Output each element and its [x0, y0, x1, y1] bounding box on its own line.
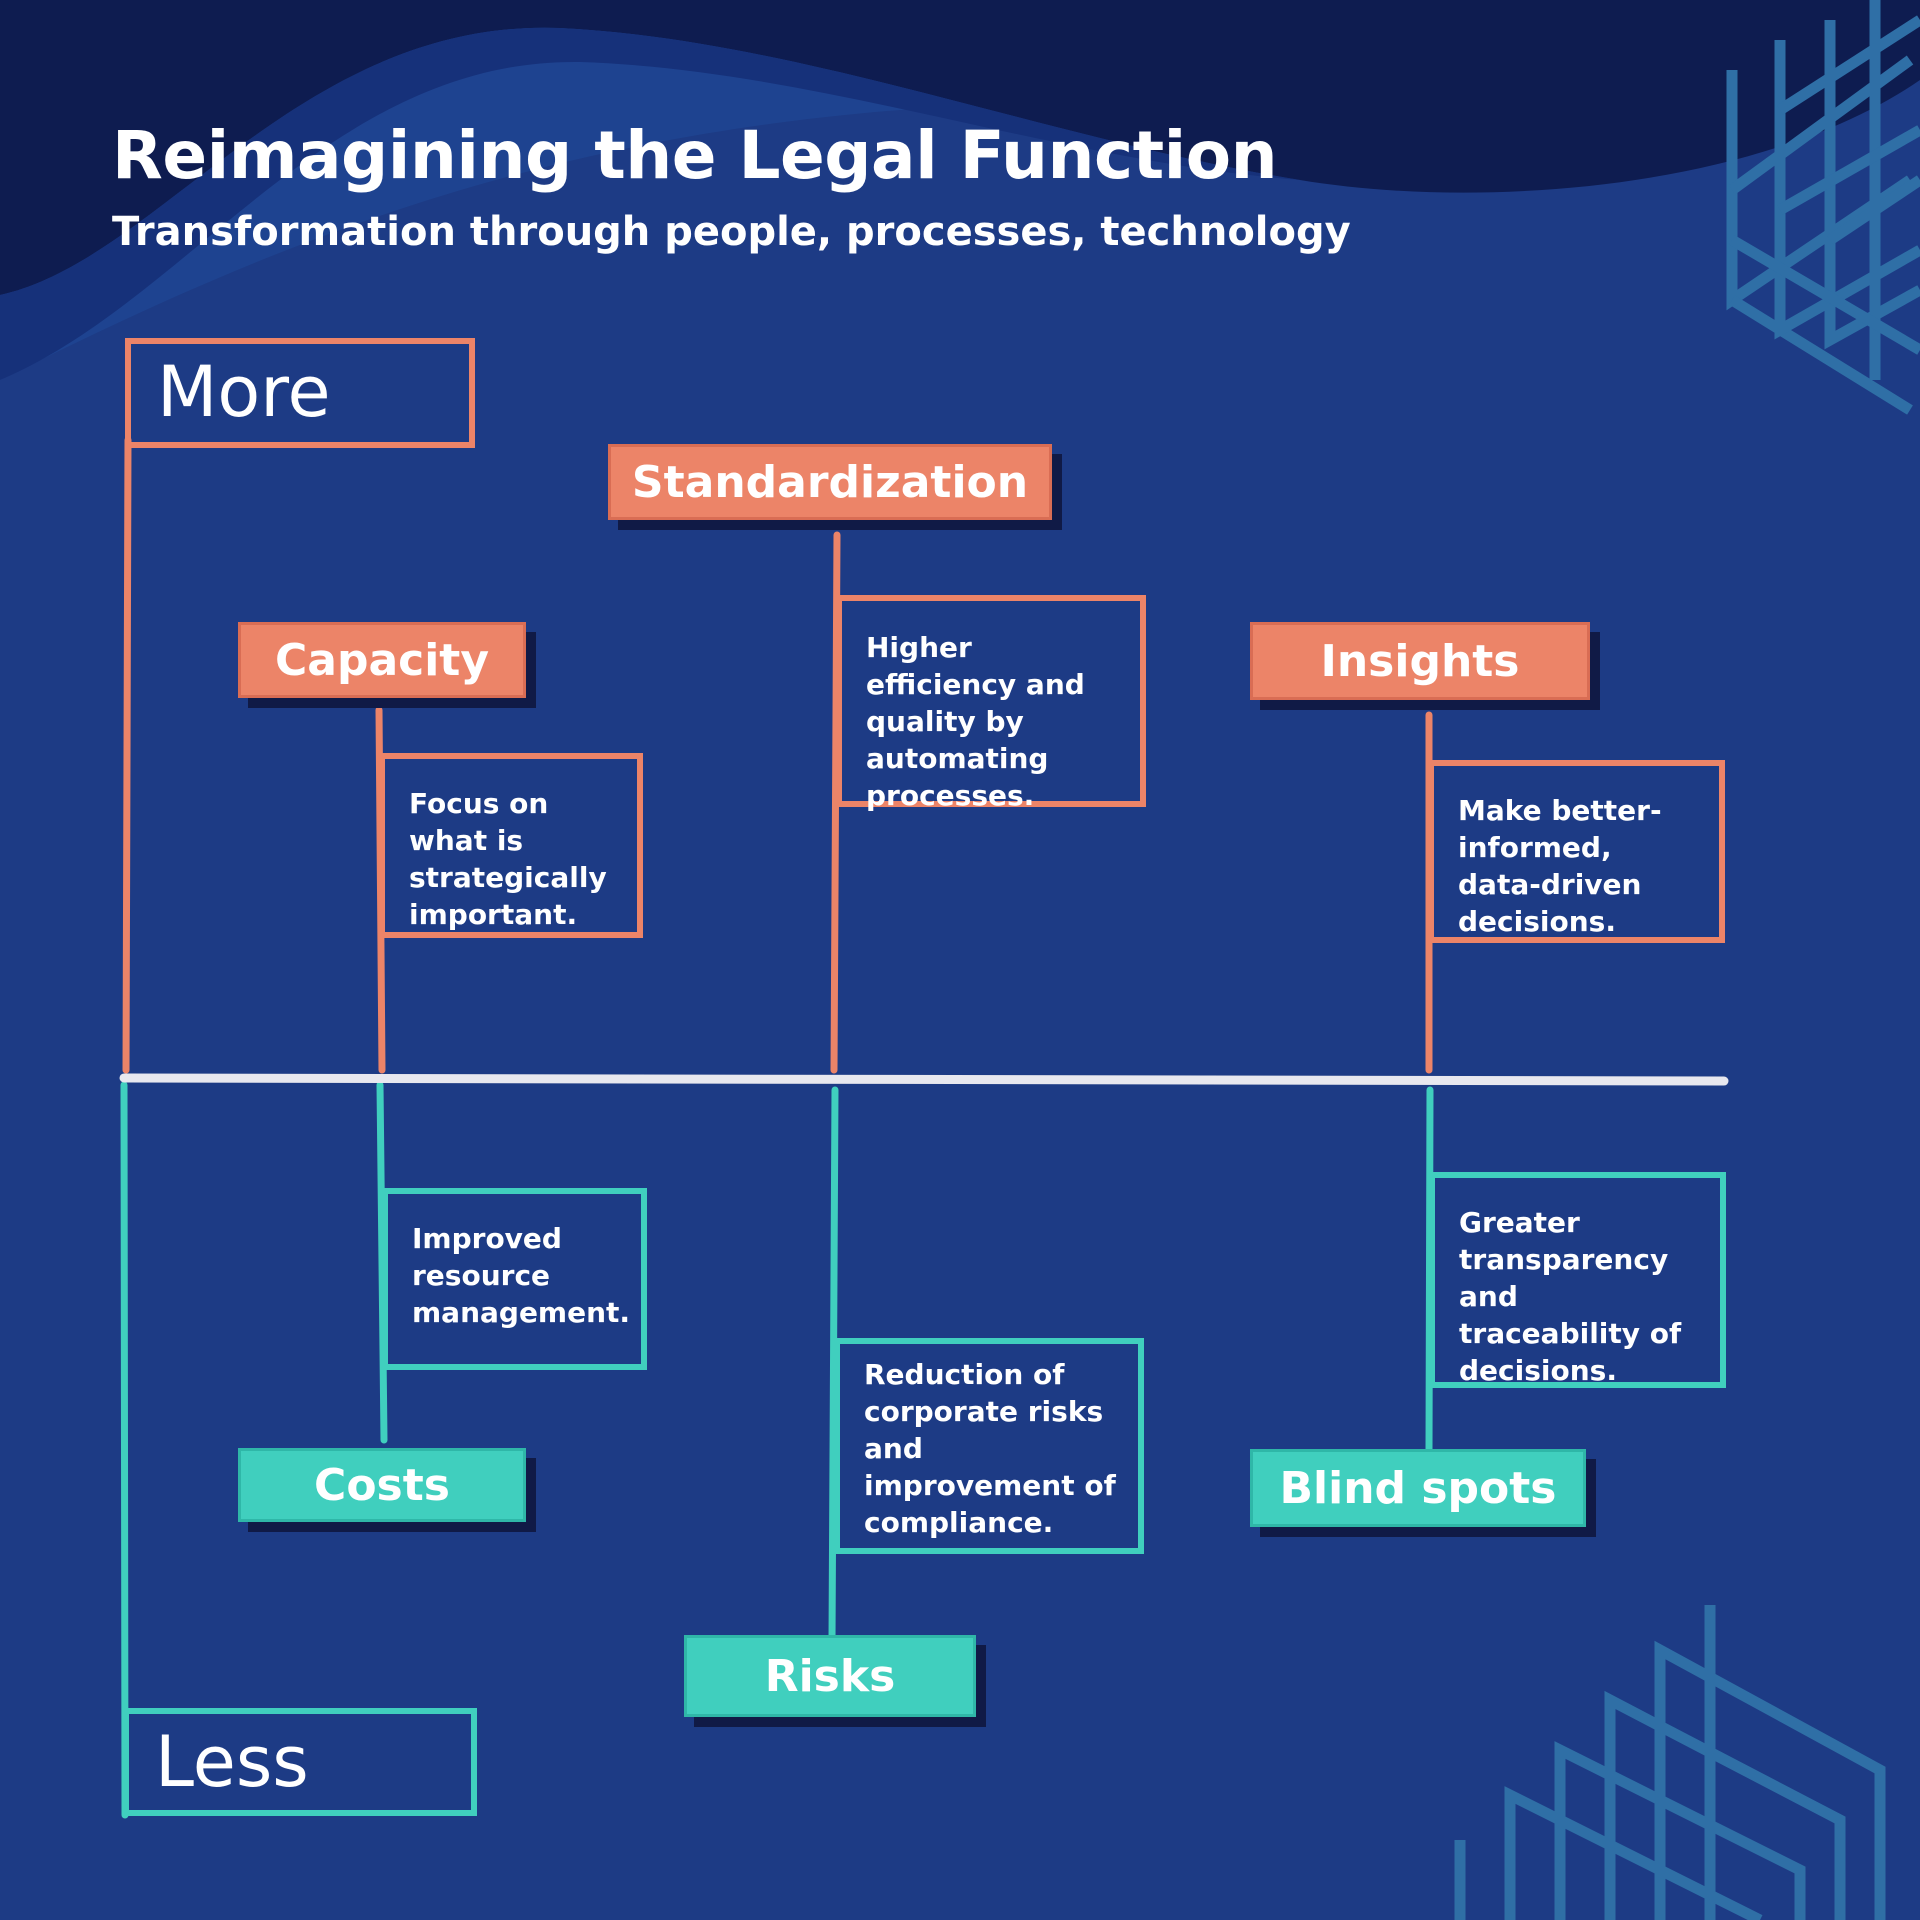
more-axis-line — [122, 436, 132, 1074]
risks-description: Reduction of corporate risks and improve… — [834, 1338, 1144, 1554]
risks-connector — [828, 1086, 839, 1644]
standardization-label: Standardization — [608, 444, 1052, 520]
insights-label: Insights — [1250, 622, 1590, 700]
header-wave — [0, 0, 1920, 295]
more-axis-label: More — [125, 338, 475, 448]
pattern-bottom-right — [1454, 1605, 1886, 1920]
page-title: Reimagining the Legal Function — [112, 117, 1278, 194]
less-axis-line — [120, 1081, 129, 1819]
capacity-label: Capacity — [238, 622, 526, 698]
standardization-description: Higher efficiency and quality by automat… — [836, 595, 1146, 812]
risks-label: Risks — [684, 1635, 976, 1717]
less-axis-label: Less — [123, 1708, 477, 1816]
insights-description: Make better-informed, data-driven decisi… — [1428, 760, 1725, 943]
header-wave-accent — [0, 27, 1300, 380]
blind-spots-description: Greater transparency and traceability of… — [1429, 1172, 1726, 1388]
page-subtitle: Transformation through people, processes… — [112, 209, 1351, 255]
divider-line — [119, 1073, 1729, 1086]
blind-spots-label: Blind spots — [1250, 1449, 1586, 1527]
pattern-top-right — [1726, 0, 1920, 415]
capacity-description: Focus on what is strategically important… — [379, 753, 643, 938]
costs-description: Improved resource management. — [382, 1188, 647, 1370]
costs-label: Costs — [238, 1448, 526, 1522]
